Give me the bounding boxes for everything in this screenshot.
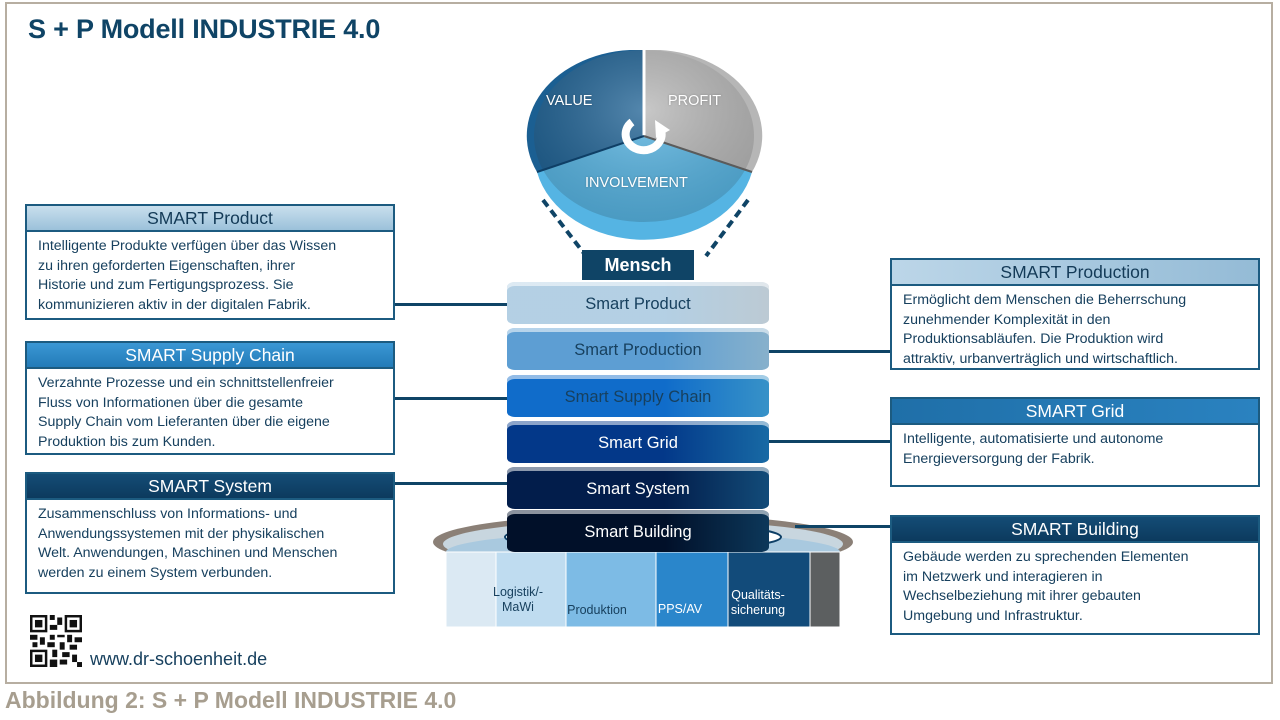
base-segment-logistik (495, 551, 567, 628)
card-title: SMART Product (27, 206, 393, 232)
cycle-arrow-icon (621, 118, 670, 155)
layer-smart-product: Smart Product (507, 282, 769, 324)
card-body: Zusammenschluss von Informations- und An… (38, 506, 338, 581)
card-smart-supply-chain: SMART Supply Chain Verzahnte Prozesse un… (25, 341, 395, 455)
layer-smart-production: Smart Production (507, 328, 769, 370)
base-segment-pps-av (655, 551, 729, 628)
layer-smart-building: Smart Building (507, 510, 769, 552)
dashed-connector-left (541, 198, 588, 258)
card-title: SMART Grid (892, 399, 1258, 425)
card-title: SMART System (27, 474, 393, 500)
connector-smart-product (394, 303, 507, 306)
card-title: SMART Production (892, 260, 1258, 286)
base-segment-blank-right (809, 551, 841, 628)
base-segment-produktion (565, 551, 657, 628)
connector-smart-supply-chain (394, 397, 507, 400)
base-label-produktion: Produktion (567, 603, 627, 617)
website-link[interactable]: www.dr-schoenheit.de (90, 649, 268, 669)
card-smart-grid: SMART Grid Intelligente, automatisierte … (890, 397, 1260, 487)
connector-smart-production (769, 350, 891, 353)
dashed-connector-right (704, 198, 750, 258)
card-body: Verzahnte Prozesse und ein schnittstelle… (38, 375, 334, 450)
card-body: Gebäude werden zu sprechenden Elementen … (903, 549, 1189, 624)
base-label-logistik: Logistik/- MaWi (493, 585, 544, 614)
pie-label-involvement: INVOLVEMENT (585, 175, 688, 191)
value-cycle-wheel (526, 50, 763, 258)
base-label-qualitaetssicherung: Qualitäts- sicherung (730, 588, 786, 617)
card-body: Intelligente Produkte verfügen über das … (38, 238, 337, 313)
card-body: Intelligente, automatisierte und autonom… (903, 431, 1164, 467)
connector-smart-grid (769, 440, 891, 443)
card-smart-building: SMART Building Gebäude werden zu spreche… (890, 515, 1260, 635)
card-smart-product: SMART Product Intelligente Produkte verf… (25, 204, 395, 320)
base-label-pps-av: PPS/AV (657, 602, 703, 616)
card-smart-system: SMART System Zusammenschluss von Informa… (25, 472, 395, 594)
card-body: Ermöglicht dem Menschen die Beherrschung… (903, 292, 1187, 367)
layer-smart-grid: Smart Grid (507, 421, 769, 463)
card-smart-production: SMART Production Ermöglicht dem Menschen… (890, 258, 1260, 370)
connector-smart-building (795, 525, 891, 528)
card-title: SMART Supply Chain (27, 343, 393, 369)
pie-label-profit: PROFIT (668, 93, 722, 109)
layer-smart-system: Smart System (507, 467, 769, 509)
page-title: S + P Modell INDUSTRIE 4.0 (28, 14, 381, 44)
base-segment-blank-left (445, 551, 497, 628)
pie-label-value: VALUE (546, 93, 593, 109)
card-title: SMART Building (892, 517, 1258, 543)
connector-smart-system (394, 482, 507, 485)
base-segment-qualitaetssicherung (727, 551, 811, 628)
mensch-label: Mensch (582, 250, 694, 280)
qr-code-icon[interactable] (30, 615, 82, 667)
layer-smart-supply-chain: Smart Supply Chain (507, 375, 769, 417)
figure-caption: Abbildung 2: S + P Modell INDUSTRIE 4.0 (5, 687, 457, 713)
